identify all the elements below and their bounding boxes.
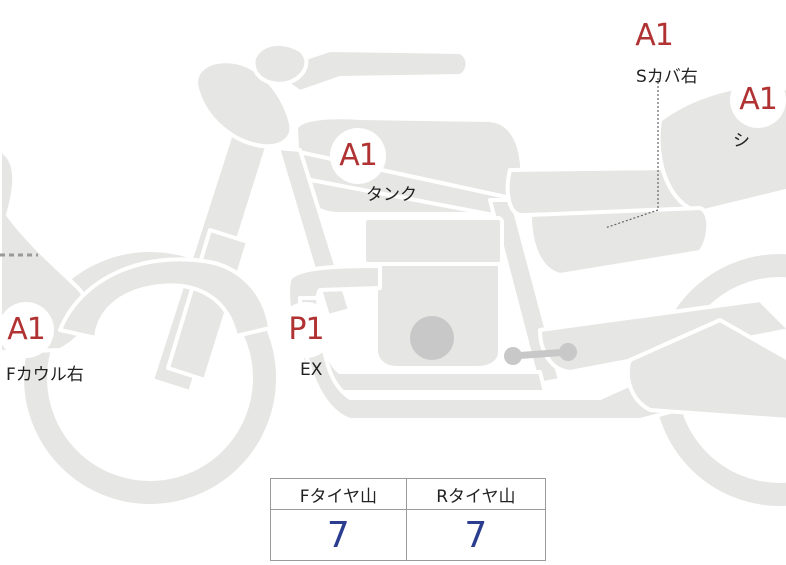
footpeg-end-left xyxy=(504,347,522,365)
f-cowl-right-code: A1 xyxy=(0,302,54,358)
exhaust-label: EX xyxy=(300,360,323,380)
bar-end xyxy=(251,41,309,86)
seat-code: A1 xyxy=(730,72,786,128)
front-tire-value: 7 xyxy=(270,509,407,561)
seat-label: シ xyxy=(733,131,750,151)
rear-tire-header: Rタイヤ山 xyxy=(405,478,547,510)
s-cover-right-label: Sカバ右 xyxy=(636,67,698,87)
front-fender xyxy=(58,257,272,340)
motorcycle-diagram: A1 Sカバ右 A1 シ A1 タンク A1 Fカウル右 P1 EX Fタイヤ山… xyxy=(0,8,786,561)
exhaust-code: P1 xyxy=(278,302,334,358)
tank-code: A1 xyxy=(330,128,386,184)
f-cowl-right-label: Fカウル右 xyxy=(6,365,84,385)
s-cover-right-code: A1 xyxy=(626,8,682,64)
engine-cover xyxy=(410,316,454,360)
footpeg-bar xyxy=(509,348,572,360)
s-cover-leader xyxy=(604,78,659,229)
footpeg-end-right xyxy=(559,343,577,361)
tire-tread-table: Fタイヤ山 Rタイヤ山 7 7 xyxy=(270,478,547,561)
side-cover xyxy=(528,206,711,277)
engine-top xyxy=(362,216,504,266)
rear-frame xyxy=(625,318,786,422)
rear-tire-value: 7 xyxy=(405,509,547,561)
tank-label: タンク xyxy=(366,185,417,205)
engine-body xyxy=(374,262,502,370)
handlebar xyxy=(260,48,470,94)
motorcycle-silhouette xyxy=(0,41,786,510)
front-tire-header: Fタイヤ山 xyxy=(270,478,407,510)
